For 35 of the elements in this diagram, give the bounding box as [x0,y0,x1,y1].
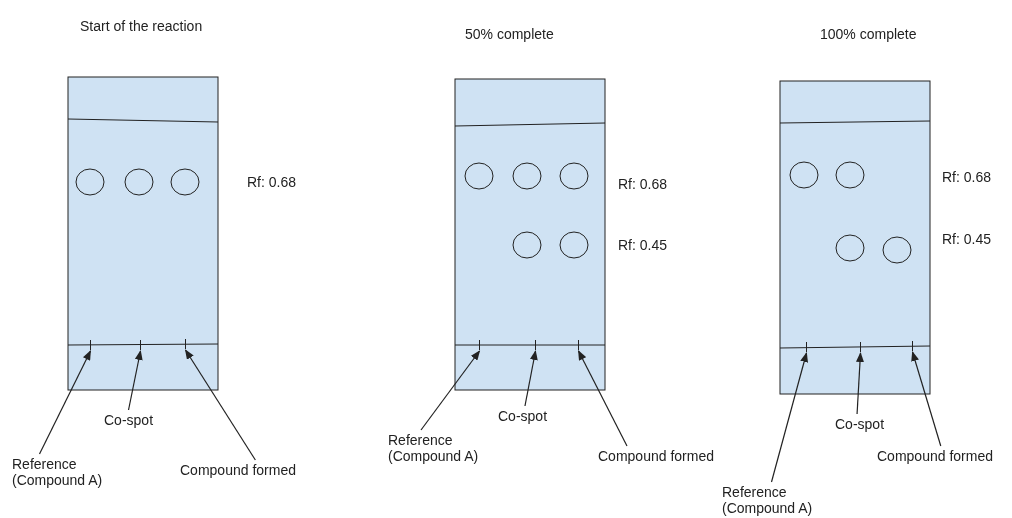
callout-text: Co-spot [835,416,885,432]
spot-mark [578,340,579,350]
spot-mark [90,340,91,350]
callout-text: Compound formed [598,448,714,464]
callout-text: Reference (Compound A) [12,456,122,488]
spot-mark [860,342,861,352]
leader-line [770,352,808,483]
leader-line [524,350,538,407]
callout-text: Compound formed [180,462,296,478]
leader-line [856,352,864,415]
spot-mark [535,340,536,350]
spot-mark [140,340,141,350]
spot-mark [185,339,186,349]
rf-value: Rf: 0.68 [618,176,668,192]
panel-title: Start of the reaction [80,18,203,34]
leader-line [38,350,92,455]
leader-line [420,350,481,431]
spot-mark [912,341,913,351]
leader-line [127,350,143,411]
leader-line [184,349,256,461]
callout-text: Compound formed [877,448,993,464]
callout-text: Reference (Compound A) [388,432,498,464]
leader-line [577,350,628,447]
rf-value: Rf: 0.45 [618,237,668,253]
rf-value: Rf: 0.68 [942,169,992,185]
spot-mark [806,342,807,352]
callout-text: Reference (Compound A) [722,484,832,516]
spot-mark [479,340,480,350]
rf-value: Rf: 0.68 [247,174,297,190]
leader-line [911,351,942,447]
panel-title: 100% complete [820,26,917,42]
callout-text: Co-spot [104,412,154,428]
panel-title: 50% complete [465,26,554,42]
rf-value: Rf: 0.45 [942,231,992,247]
callout-text: Co-spot [498,408,548,424]
